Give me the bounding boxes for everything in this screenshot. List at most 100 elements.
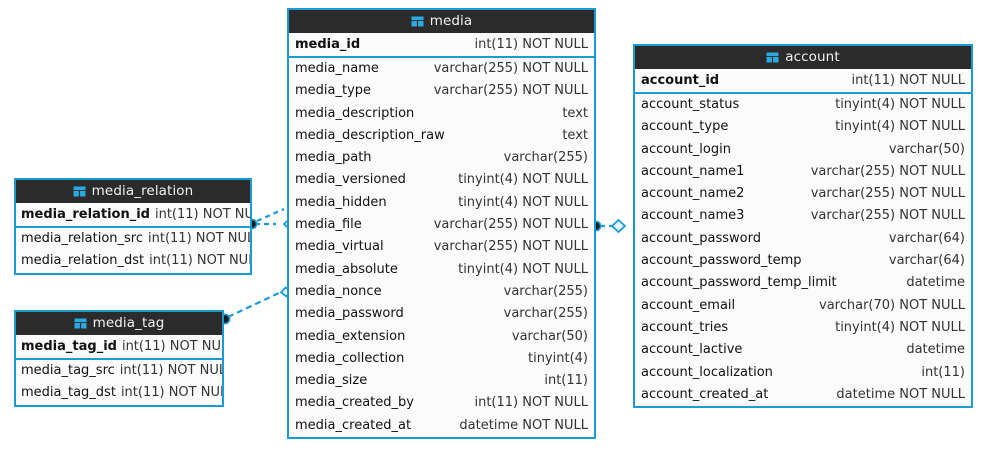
attribute-type: varchar(50) bbox=[888, 141, 965, 157]
table-icon bbox=[766, 52, 780, 63]
table-row[interactable]: media_nonce varchar(255) bbox=[289, 281, 594, 303]
attribute-type: int(11) NOT NULL bbox=[851, 73, 965, 88]
attribute-type: varchar(255) NOT NULL bbox=[810, 208, 965, 224]
table-row[interactable]: account_tries tinyint(4) NOT NULL bbox=[635, 317, 971, 339]
table-row[interactable]: account_created_at datetime NOT NULL bbox=[635, 384, 971, 406]
table-row[interactable]: media_description_raw text bbox=[289, 125, 594, 147]
attribute-name: media_tag_id bbox=[21, 339, 117, 354]
table-row[interactable]: media_type varchar(255) NOT NULL bbox=[289, 80, 594, 102]
attribute-name: account_password bbox=[641, 230, 762, 246]
table-row[interactable]: media_size int(11) bbox=[289, 370, 594, 392]
table-icon bbox=[410, 16, 424, 27]
table-row[interactable]: account_password_temp varchar(64) bbox=[635, 250, 971, 272]
attribute-type: text bbox=[562, 127, 588, 143]
table-row[interactable]: media_relation_src int(11) NOT NULL bbox=[16, 228, 250, 250]
entity-header: media_tag bbox=[16, 312, 222, 335]
table-row[interactable]: media_extension varchar(50) bbox=[289, 326, 594, 348]
table-row[interactable]: account_lactive datetime bbox=[635, 339, 971, 361]
table-row[interactable]: account_name3 varchar(255) NOT NULL bbox=[635, 205, 971, 227]
entity-account[interactable]: account account_id int(11) NOT NULL acco… bbox=[633, 44, 973, 409]
table-row[interactable]: media_relation_dst int(11) NOT NULL bbox=[16, 250, 250, 272]
table-row[interactable]: media_virtual varchar(255) NOT NULL bbox=[289, 236, 594, 258]
attributes-section: account_status tinyint(4) NOT NULL accou… bbox=[635, 94, 971, 407]
attribute-type: int(11) NOT NULL bbox=[120, 385, 222, 401]
table-row[interactable]: account_login varchar(50) bbox=[635, 139, 971, 161]
attribute-type: datetime NOT NULL bbox=[836, 386, 965, 402]
table-row[interactable]: account_name2 varchar(255) NOT NULL bbox=[635, 183, 971, 205]
attribute-type: int(11) NOT NULL bbox=[119, 363, 222, 378]
attribute-name: media_relation_src bbox=[21, 231, 144, 246]
attribute-type: int(11) NOT NULL bbox=[149, 253, 250, 269]
table-row[interactable]: media_versioned tinyint(4) NOT NULL bbox=[289, 169, 594, 191]
hollow-diamond-marker bbox=[610, 218, 627, 234]
table-row[interactable]: media_tag_src int(11) NOT NULL bbox=[16, 360, 222, 382]
table-row[interactable]: media_file varchar(255) NOT NULL bbox=[289, 214, 594, 236]
attribute-name: media_path bbox=[295, 150, 372, 166]
attributes-section: media_relation_src int(11) NOT NULL medi… bbox=[16, 228, 250, 273]
table-row[interactable]: account_status tinyint(4) NOT NULL bbox=[635, 94, 971, 116]
table-row[interactable]: account_name1 varchar(255) NOT NULL bbox=[635, 161, 971, 183]
attribute-type: datetime bbox=[906, 342, 965, 358]
table-row[interactable]: media_relation_id int(11) NOT NULL bbox=[16, 203, 250, 226]
attribute-type: tinyint(4) bbox=[527, 350, 588, 366]
table-row[interactable]: media_path varchar(255) bbox=[289, 147, 594, 169]
attribute-name: media_tag_dst bbox=[21, 385, 116, 401]
attribute-type: varchar(70) NOT NULL bbox=[819, 297, 965, 313]
attribute-name: account_login bbox=[641, 141, 731, 157]
attribute-name: account_created_at bbox=[641, 386, 769, 402]
attribute-type: tinyint(4) NOT NULL bbox=[458, 261, 588, 277]
attribute-name: media_id bbox=[295, 37, 361, 52]
table-row[interactable]: media_created_by int(11) NOT NULL bbox=[289, 392, 594, 414]
table-row[interactable]: account_password varchar(64) bbox=[635, 228, 971, 250]
attribute-type: varchar(255) bbox=[503, 306, 588, 322]
table-row[interactable]: account_password_temp_limit datetime bbox=[635, 272, 971, 294]
relationship-media-relation-media-secondary bbox=[256, 207, 285, 223]
attribute-name: account_localization bbox=[641, 364, 773, 380]
table-row[interactable]: media_id int(11) NOT NULL bbox=[289, 33, 594, 56]
attribute-type: varchar(64) bbox=[888, 253, 965, 269]
edge-line bbox=[256, 207, 285, 223]
entity-media-tag[interactable]: media_tag media_tag_id int(11) NOT NULL … bbox=[14, 310, 224, 407]
entity-title: media_tag bbox=[92, 315, 165, 331]
table-row[interactable]: account_email varchar(70) NOT NULL bbox=[635, 295, 971, 317]
entity-media[interactable]: media media_id int(11) NOT NULL media_na… bbox=[287, 8, 596, 440]
attribute-type: datetime bbox=[906, 275, 965, 291]
attribute-name: account_password_temp_limit bbox=[641, 275, 837, 291]
entity-header: media bbox=[289, 10, 594, 33]
attribute-name: media_size bbox=[295, 373, 368, 389]
table-row[interactable]: media_collection tinyint(4) bbox=[289, 348, 594, 370]
table-row[interactable]: media_password varchar(255) bbox=[289, 303, 594, 325]
entity-title: account bbox=[785, 49, 840, 65]
table-row[interactable]: media_created_at datetime NOT NULL bbox=[289, 415, 594, 437]
attributes-section: media_tag_src int(11) NOT NULL media_tag… bbox=[16, 360, 222, 405]
attribute-type: int(11) NOT NULL bbox=[121, 339, 222, 354]
table-row[interactable]: media_tag_id int(11) NOT NULL bbox=[16, 335, 222, 358]
table-row[interactable]: media_tag_dst int(11) NOT NULL bbox=[16, 382, 222, 404]
table-row[interactable]: account_localization int(11) bbox=[635, 362, 971, 384]
attribute-name: media_absolute bbox=[295, 261, 398, 277]
table-row[interactable]: media_absolute tinyint(4) NOT NULL bbox=[289, 259, 594, 281]
table-row[interactable]: media_description text bbox=[289, 103, 594, 125]
table-row[interactable]: account_id int(11) NOT NULL bbox=[635, 69, 971, 92]
attribute-name: media_relation_id bbox=[21, 207, 150, 222]
table-row[interactable]: media_hidden tinyint(4) NOT NULL bbox=[289, 192, 594, 214]
attribute-name: media_versioned bbox=[295, 172, 406, 188]
attribute-name: account_lactive bbox=[641, 342, 743, 358]
primary-key-section: media_id int(11) NOT NULL bbox=[289, 33, 594, 58]
attribute-name: account_status bbox=[641, 97, 740, 112]
entity-media-relation[interactable]: media_relation media_relation_id int(11)… bbox=[14, 178, 252, 275]
attribute-name: account_type bbox=[641, 119, 729, 135]
table-icon bbox=[73, 318, 87, 329]
attribute-type: varchar(255) NOT NULL bbox=[433, 83, 588, 99]
attribute-name: account_password_temp bbox=[641, 253, 802, 269]
attribute-type: tinyint(4) NOT NULL bbox=[458, 194, 588, 210]
relationship-media-tag-media bbox=[219, 286, 293, 325]
attribute-type: varchar(255) NOT NULL bbox=[810, 186, 965, 202]
table-icon bbox=[72, 186, 86, 197]
attribute-type: varchar(255) NOT NULL bbox=[433, 61, 588, 76]
attribute-type: tinyint(4) NOT NULL bbox=[835, 319, 965, 335]
attribute-name: account_name1 bbox=[641, 163, 745, 179]
table-row[interactable]: media_name varchar(255) NOT NULL bbox=[289, 58, 594, 80]
table-row[interactable]: account_type tinyint(4) NOT NULL bbox=[635, 116, 971, 138]
